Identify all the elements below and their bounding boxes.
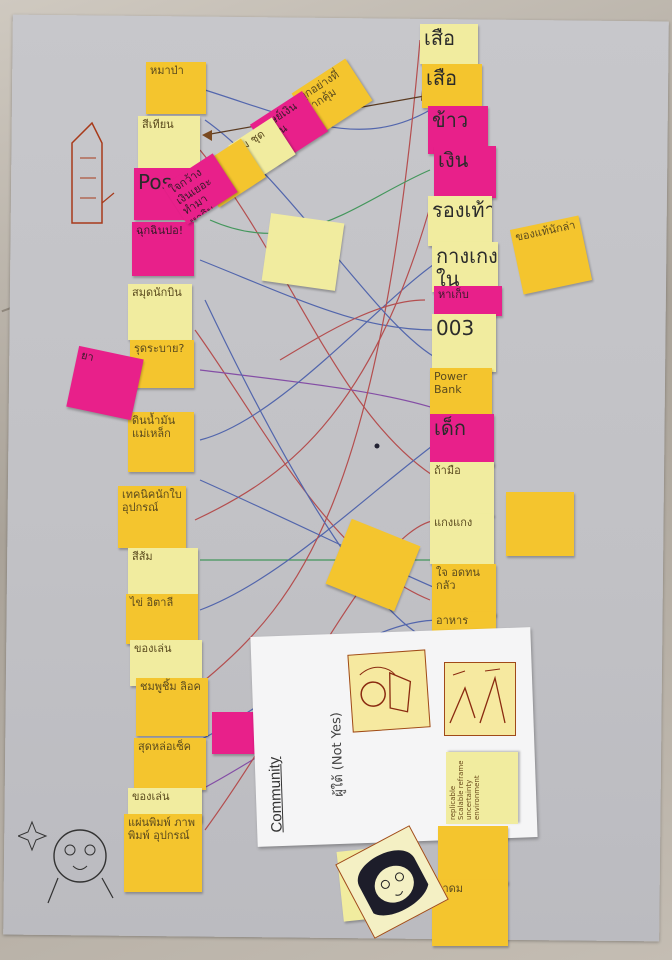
sticky-note: ถ้ามือ [430,462,494,516]
sticky-note: replicable Scalable reframe uncertainty … [446,752,518,824]
paper-subtitle: ผู้ใต้ (Not Yes) [328,711,347,797]
sticky-note [261,213,345,291]
paper-title: Community [266,756,286,833]
sticky-note: เสือ [422,64,482,108]
sticky-note [438,826,508,884]
sketch-note-face [335,825,449,939]
sticky-note: สมุดนักบิน [128,284,192,340]
sticky-note: สุดหล่อเซ็ค [134,738,206,790]
sticky-note: ดินน้ำมัน แม่เหล็ก [128,412,194,472]
sticky-note: สีเทียน [138,116,200,168]
sticky-note: รองเท้า [428,196,492,246]
sticky-note: หาเก็บ [434,286,502,316]
sticky-note: ใจ อดทน กลัว [432,564,496,616]
sticky-note: เด็ก [430,414,494,466]
sticky-note: 003 [432,314,496,372]
sticky-note: ชมพูชิ้ม ลิอค [136,678,208,736]
sticky-note [212,712,256,754]
sticky-note: กางเกงใน [432,242,498,292]
tower-doodle [71,121,115,224]
sticky-note: ฉุกฉินปอ! [132,222,194,276]
sticky-note: ยา [66,345,144,421]
sticky-note: Power Bank [430,368,492,414]
sticky-note: เทคนิคนักใบ อุปกรณ์ [118,486,186,548]
sketch-note-machine [347,649,431,733]
sticky-note: เงิน [434,146,496,198]
sticky-note: หมาป่า [146,62,206,114]
sticky-note: ไข่ อิตาลี [126,594,198,644]
sticky-note: แกงแกง [430,514,494,564]
face-doodle [18,820,114,904]
sticky-note [506,492,574,556]
sketch-note-landscape [444,662,516,736]
sticky-note: เสือ [420,24,478,64]
sticky-note: แผ่นพิมพ์ ภาพพิมพ์ อุปกรณ์ [124,814,202,892]
sticky-note: สีส้ม [128,548,198,594]
